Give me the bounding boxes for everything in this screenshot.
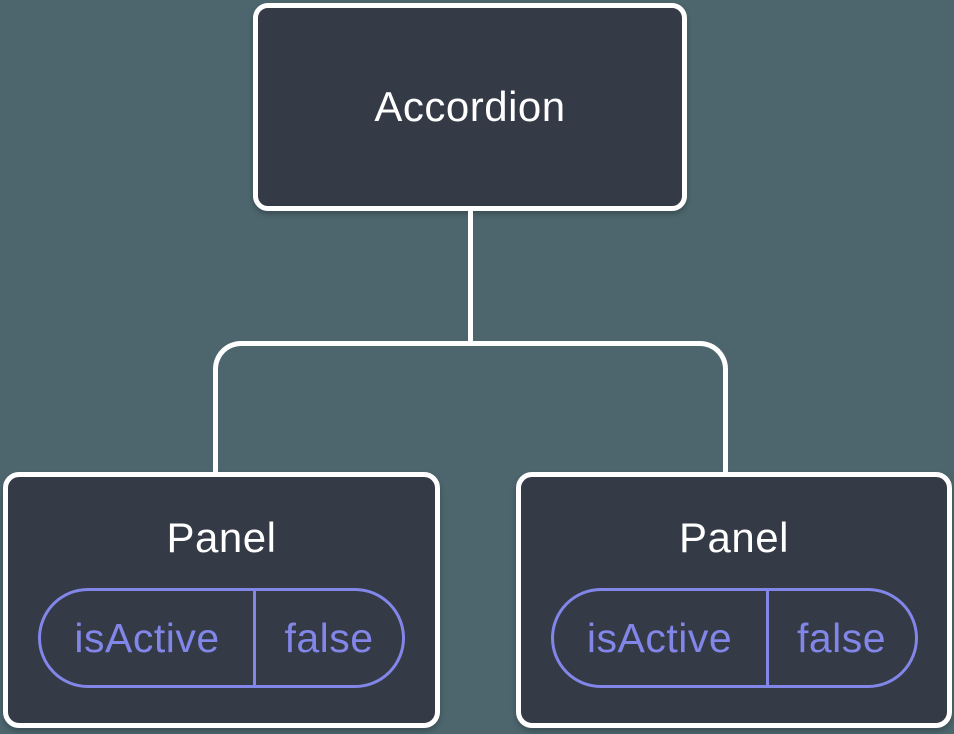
panel-title: Panel [679, 514, 789, 561]
state-key-cell: isActive [41, 591, 256, 686]
state-key-cell: isActive [554, 591, 769, 686]
state-value-label: false [796, 614, 887, 661]
panel-title: Panel [166, 514, 277, 561]
connector-stem-line [468, 209, 473, 346]
state-pill: isActive false [38, 588, 405, 689]
state-value-cell: false [769, 591, 915, 685]
state-key-label: isActive [586, 614, 733, 661]
state-value-label: false [284, 614, 374, 661]
state-key-label: isActive [74, 614, 220, 661]
state-pill: isActive false [550, 588, 918, 689]
panel-node-left: Panel isActive false [3, 472, 440, 728]
accordion-node-label: Accordion [374, 82, 566, 130]
accordion-node: Accordion [253, 3, 687, 211]
state-value-cell: false [256, 591, 402, 685]
panel-node-right: Panel isActive false [516, 472, 952, 728]
connector-bracket-line [213, 341, 728, 472]
